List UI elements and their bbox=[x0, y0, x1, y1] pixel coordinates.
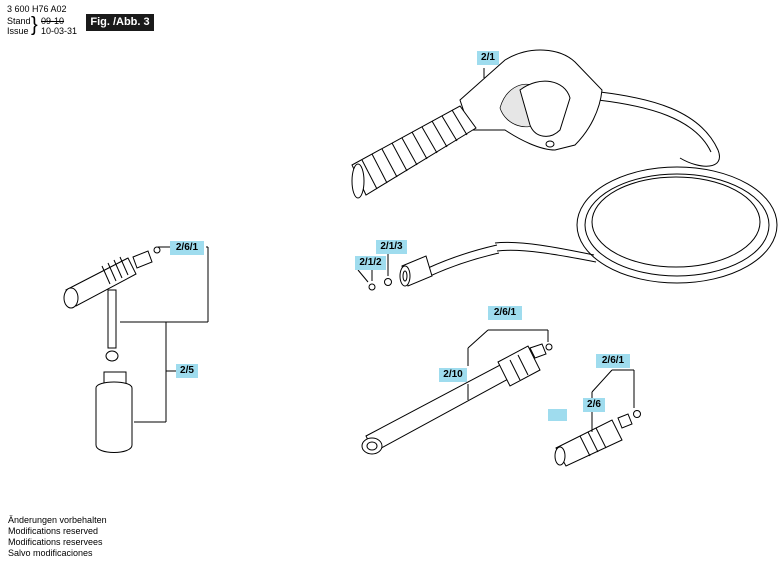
callout-nozzle: 2/6 bbox=[583, 398, 605, 412]
footer-notes: Änderungen vorbehalten Modifications res… bbox=[8, 515, 107, 559]
footer-line-fr: Modifications reservees bbox=[8, 537, 103, 547]
callout-connector-oring: 2/1/3 bbox=[376, 240, 407, 254]
washer-icon bbox=[368, 283, 376, 291]
detergent-nozzle-icon bbox=[63, 246, 161, 362]
detergent-bottle-icon bbox=[95, 371, 133, 453]
issue-date: 10-03-31 bbox=[41, 26, 78, 36]
callout-detergent-bottle: 2/5 bbox=[176, 364, 198, 378]
callout-oring-nozzle: 2/6/1 bbox=[596, 354, 630, 368]
washer-leader bbox=[357, 269, 369, 283]
hose-coil-icon bbox=[494, 91, 778, 284]
stand-label: Stand bbox=[7, 16, 31, 26]
callout-oring-detergent: 2/6/1 bbox=[170, 241, 204, 255]
footer-line-es: Salvo modificaciones bbox=[8, 548, 93, 558]
callout-lance: 2/10 bbox=[439, 368, 467, 382]
trigger-gun-icon bbox=[351, 49, 778, 284]
nozzle-icon bbox=[554, 410, 641, 467]
callout-trigger-gun: 2/1 bbox=[477, 51, 499, 65]
lance-icon bbox=[361, 343, 553, 455]
nozzle-bracket bbox=[591, 369, 635, 432]
document-number: 3 600 H76 A02 bbox=[7, 4, 67, 14]
o-ring-icon bbox=[384, 278, 392, 286]
footer-line-de: Änderungen vorbehalten bbox=[8, 515, 107, 525]
callout-oring-lance: 2/6/1 bbox=[488, 306, 522, 320]
detergent-bracket bbox=[120, 246, 209, 423]
stand-date: 09-10 bbox=[41, 16, 65, 26]
hose-connector-icon bbox=[399, 244, 500, 287]
callout-connector-washer: 2/1/2 bbox=[355, 256, 386, 270]
brace-icon: } bbox=[31, 14, 38, 36]
lance-bracket bbox=[467, 329, 549, 400]
footer-line-en: Modifications reserved bbox=[8, 526, 99, 536]
issue-label: Issue bbox=[7, 26, 29, 36]
figure-tag: Fig. /Abb. 3 bbox=[86, 14, 154, 31]
highlight-marker bbox=[548, 409, 567, 421]
